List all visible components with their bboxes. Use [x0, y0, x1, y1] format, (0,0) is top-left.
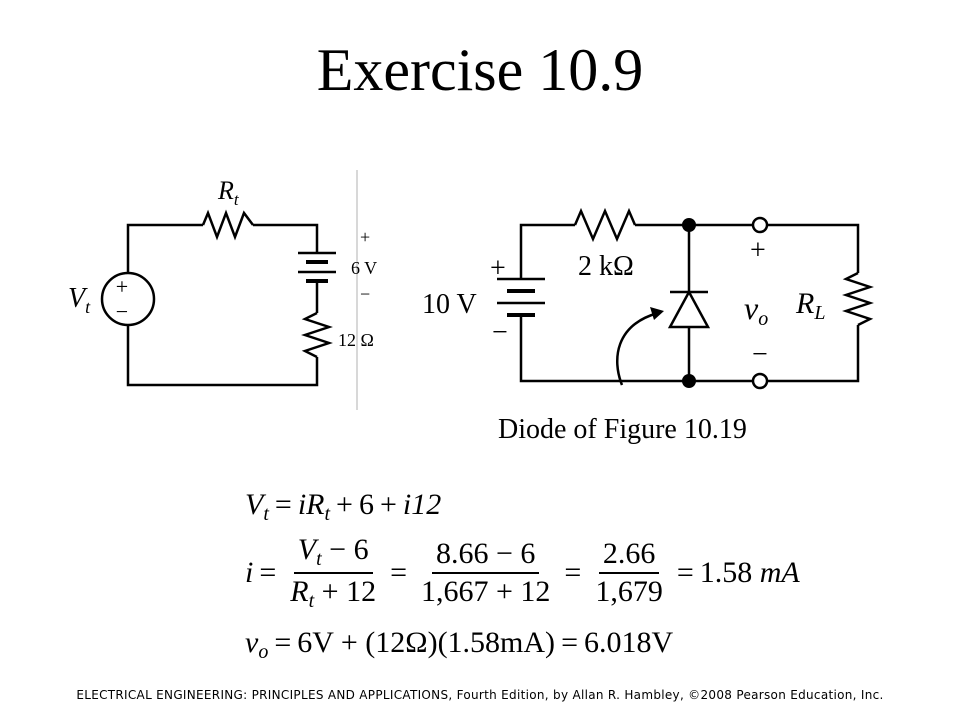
output-minus: −	[752, 339, 768, 370]
page-title: Exercise 10.9	[316, 37, 644, 103]
source-label-vt: Vt	[68, 283, 91, 317]
resistor-12ohm	[301, 311, 333, 359]
copyright-footer: ELECTRICAL ENGINEERING: PRINCIPLES AND A…	[76, 688, 884, 702]
battery-plus: +	[490, 253, 506, 284]
voltage-source-vt	[100, 271, 156, 327]
output-terminal-top	[751, 216, 769, 234]
battery-plus: +	[360, 227, 370, 247]
equation-current: i= Vt − 6 Rt + 12 = 8.66 − 6 1,667 + 12 …	[245, 533, 800, 612]
wire-load-bottom	[767, 325, 860, 383]
resistor-2k	[573, 207, 637, 243]
wire-bottom	[126, 325, 319, 387]
junction-dot-bottom	[682, 374, 696, 388]
resistor-label-rt: Rt	[217, 176, 240, 209]
wire-bottom-left	[519, 315, 689, 383]
resistor-rt	[201, 209, 254, 241]
equation-kvl: Vt=iRt+6+i12	[245, 488, 442, 525]
battery-label-10v: 10 V	[422, 289, 477, 320]
annotation-arrow	[616, 311, 659, 386]
diode-circuit-diagram: + 10 V − 2 kΩ + vo − RL Diode of Figure …	[422, 207, 874, 445]
load-label-rl: RL	[795, 287, 825, 324]
thevenin-circuit-diagram: + − Vt Rt + 6 V − 12 Ω	[68, 170, 377, 410]
source-plus: +	[116, 274, 128, 299]
battery-minus: −	[360, 284, 370, 304]
arrow-head	[650, 307, 664, 320]
battery-label-6v: 6 V	[351, 258, 377, 278]
resistor-label-2k: 2 kΩ	[578, 251, 634, 282]
output-label-vo: vo	[744, 290, 768, 330]
equation-output-voltage: vo=6V + (12Ω)(1.58mA)=6.018V	[245, 626, 674, 663]
output-plus: +	[750, 235, 766, 266]
fraction-simplified: 2.66 1,679	[595, 537, 663, 608]
fraction-numeric: 8.66 − 6 1,667 + 12	[421, 537, 551, 608]
wire-top-left	[519, 223, 575, 279]
diode-caption: Diode of Figure 10.19	[498, 414, 747, 445]
resistor-load	[842, 271, 874, 327]
wire-load-top	[767, 223, 860, 273]
wire-top-right	[253, 223, 319, 253]
diode-triangle	[667, 289, 711, 329]
fraction-symbolic: Vt − 6 Rt + 12	[290, 533, 377, 612]
resistor-label-12ohm: 12 Ω	[338, 330, 374, 350]
junction-dot-top	[682, 218, 696, 232]
wire-top-left	[126, 223, 203, 273]
battery-minus: −	[492, 317, 508, 348]
source-minus: −	[116, 299, 128, 324]
output-terminal-bottom	[751, 372, 769, 390]
